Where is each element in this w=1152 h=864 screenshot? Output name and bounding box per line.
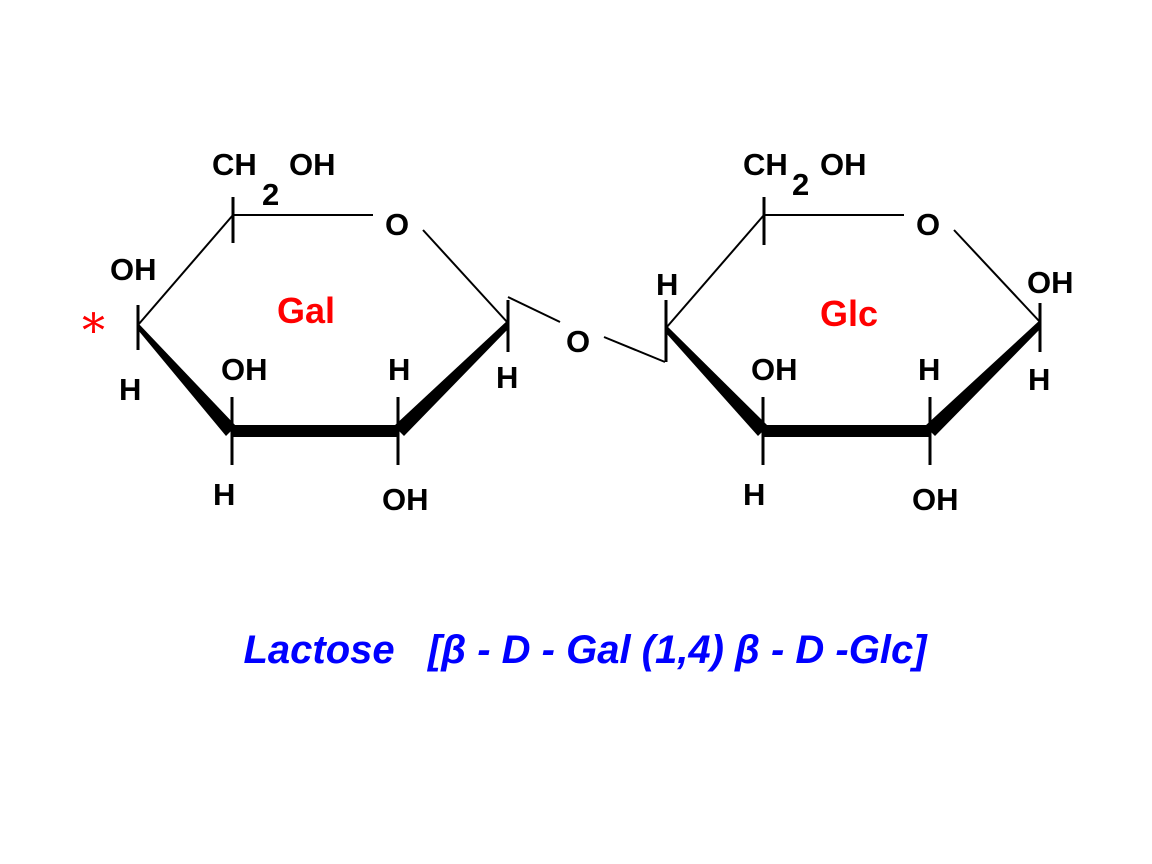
asterisk-marker: * xyxy=(82,303,105,357)
diagram-caption: Lactose [β - D - Gal (1,4) β - D -Glc] xyxy=(0,628,1152,673)
gal-c2-h: H xyxy=(388,352,410,387)
caption-name: Lactose xyxy=(243,628,395,672)
glc-ring xyxy=(664,197,1042,465)
glc-c3-oh: OH xyxy=(751,352,798,387)
glc-bond-o-c1 xyxy=(953,229,1041,323)
gal-c3-h: H xyxy=(213,477,235,512)
glc-ring-oxygen: O xyxy=(916,207,940,242)
gal-wedge-c2-c1 xyxy=(394,320,508,436)
glc-c1-oh: OH xyxy=(1027,265,1074,300)
glc-c2-oh: OH xyxy=(912,482,959,517)
glc-ch2-subscript: 2 xyxy=(792,167,809,202)
gal-ring xyxy=(136,197,510,465)
gal-atoms: CH 2 OH O OH H OH H H OH H * Gal xyxy=(82,147,518,517)
gal-ch2-subscript: 2 xyxy=(262,177,279,212)
glycosidic-bond xyxy=(507,296,666,363)
glc-bond-c5-c4 xyxy=(665,214,765,329)
glc-c1-h: H xyxy=(1028,362,1050,397)
gal-ch2-oh-label: OH xyxy=(289,147,336,182)
glc-ch2-label: CH xyxy=(743,147,788,182)
glc-c4-h: H xyxy=(656,267,678,302)
gal-ring-label: Gal xyxy=(277,290,335,331)
gal-wedge-c4-c3 xyxy=(138,323,236,436)
glc-ch2-oh-label: OH xyxy=(820,147,867,182)
glc-wedge-c4-c3 xyxy=(666,325,768,436)
glc-atoms: CH 2 OH O H OH H H OH OH H Glc xyxy=(656,147,1074,517)
gal-c2-oh: OH xyxy=(382,482,429,517)
link-o-c4 xyxy=(603,336,666,363)
glc-c3-h: H xyxy=(743,477,765,512)
link-c1-o xyxy=(507,296,561,323)
glc-c2-h: H xyxy=(918,352,940,387)
gal-c3-oh: OH xyxy=(221,352,268,387)
gal-c1-h: H xyxy=(496,360,518,395)
glc-wedge-c2-c1 xyxy=(925,320,1040,436)
gal-c4-oh: OH xyxy=(110,252,157,287)
gal-ring-oxygen: O xyxy=(385,207,409,242)
glc-ring-label: Glc xyxy=(820,293,878,334)
gal-c4-h: H xyxy=(119,372,141,407)
gal-bond-c5-c4 xyxy=(137,214,234,326)
gal-bond-o-c1 xyxy=(422,229,509,324)
caption-formula: [β - D - Gal (1,4) β - D -Glc] xyxy=(427,628,927,672)
glycosidic-oxygen: O xyxy=(566,324,590,359)
gal-ch2-label: CH xyxy=(212,147,257,182)
